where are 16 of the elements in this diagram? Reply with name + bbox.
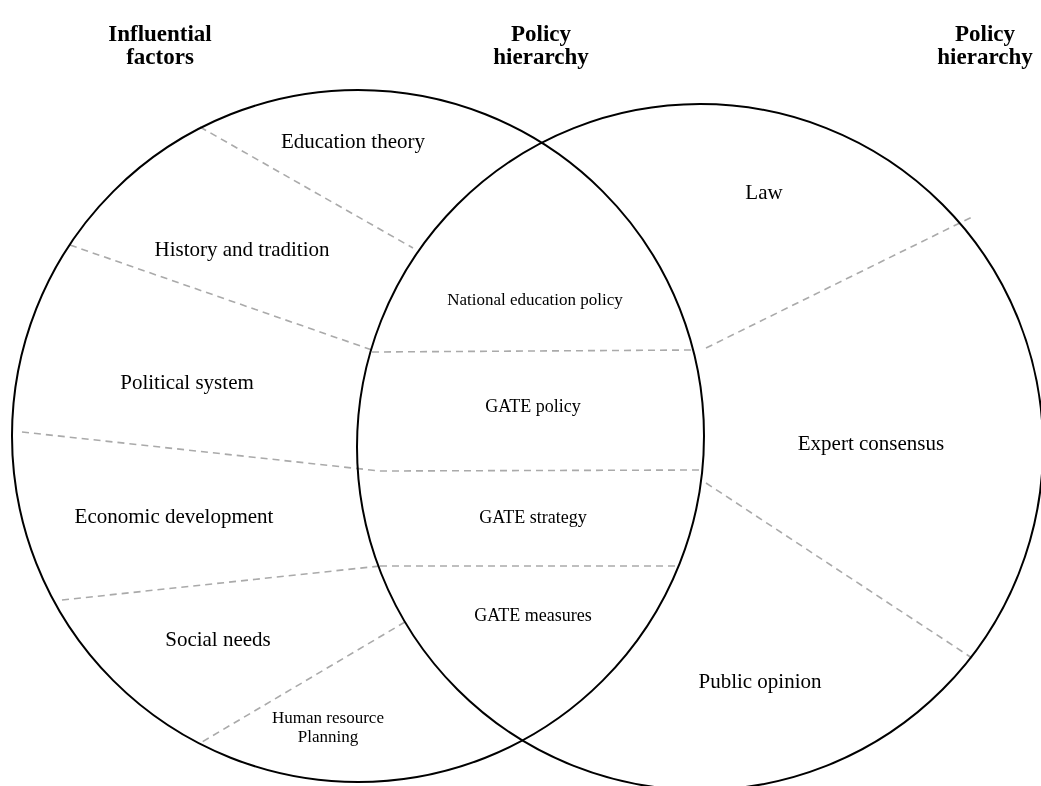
region-label: National education policy [446, 290, 624, 310]
region-label: Education theory [279, 130, 426, 154]
region-label: Public opinion [697, 670, 823, 694]
region-label: Social needs [164, 628, 272, 652]
region-label: Economic development [73, 505, 275, 529]
region-label: Expert consensus [796, 432, 946, 456]
region-label: GATE strategy [478, 508, 588, 528]
region-label: Law [744, 181, 784, 205]
region-label: History and tradition [153, 238, 331, 262]
section-heading: Influential factors [107, 22, 213, 68]
region-label: GATE policy [484, 397, 582, 417]
region-label: Human resource Planning [271, 709, 385, 747]
region-label: GATE measures [473, 606, 593, 626]
section-heading: Policy hierarchy [492, 22, 590, 68]
region-label: Political system [119, 371, 255, 395]
section-heading: Policy hierarchy [936, 22, 1034, 68]
